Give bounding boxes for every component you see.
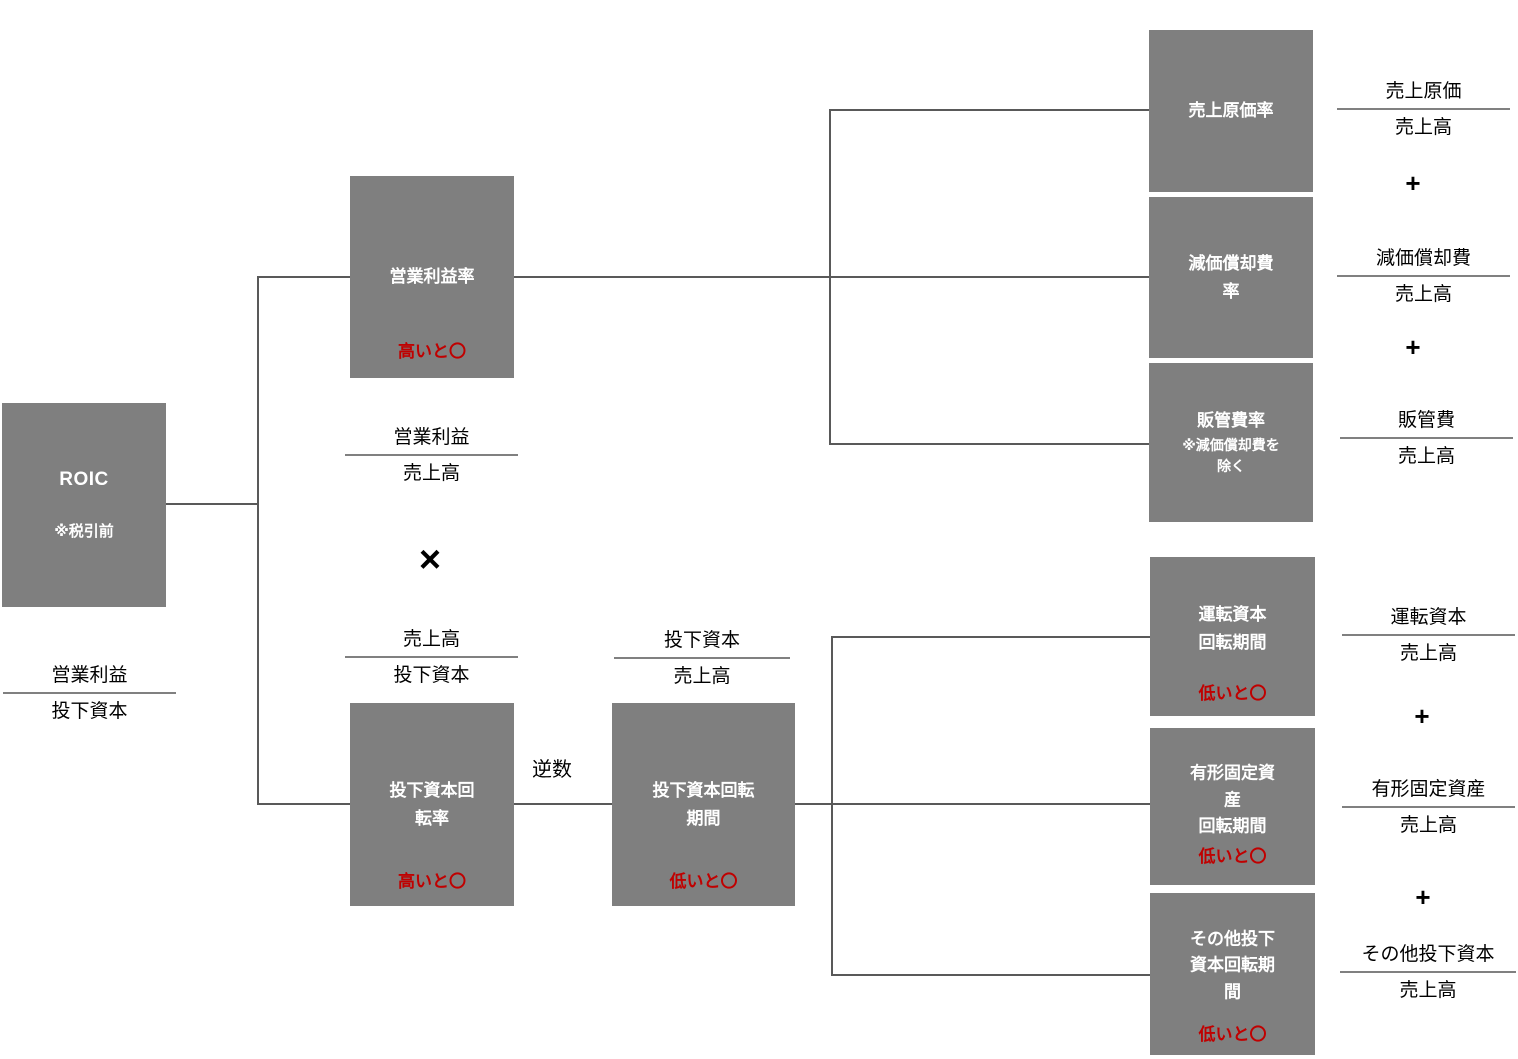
working-capital-period-box: 運転資本 回転期間 低いと〇 — [1150, 557, 1315, 716]
plus-sign-1: + — [1405, 168, 1421, 198]
fraction-other-capital-denominator: 売上高 — [1399, 980, 1457, 1001]
connector-trunk-vertical — [257, 276, 259, 805]
inverse-label: 逆数 — [532, 759, 572, 781]
fraction-operating-margin: 営業利益 売上高 — [345, 427, 518, 485]
depreciation-ratio-box: 減価償却費 率 — [1149, 197, 1313, 358]
connector-cap-period-to-period-group — [795, 803, 1150, 805]
plus-sign-3: + — [1414, 701, 1430, 731]
plus-sign-4: + — [1415, 882, 1431, 912]
connector-cap-turnover-to-cap-period — [514, 803, 612, 805]
roic-box: ROIC ※税引前 — [2, 403, 166, 607]
fraction-depreciation: 減価償却費 売上高 — [1337, 248, 1510, 306]
other-capital-period-note: 低いと〇 — [1198, 1024, 1267, 1044]
capital-period-label: 投下資本回転 期間 — [652, 780, 755, 828]
fraction-capital-turnover: 売上高 投下資本 — [345, 629, 518, 687]
cogs-ratio-box: 売上原価率 — [1149, 30, 1313, 192]
fraction-operating-margin-denominator: 売上高 — [402, 463, 460, 484]
tangible-asset-period-note: 低いと〇 — [1198, 846, 1267, 866]
other-capital-period-box: その他投下 資本回転期 間 低いと〇 — [1150, 893, 1315, 1055]
sga-ratio-main-label: 販管費率 — [1197, 410, 1265, 430]
tangible-asset-period-box: 有形固定資 産 回転期間 低いと〇 — [1150, 728, 1315, 885]
operating-margin-box: 営業利益率 高いと〇 — [350, 176, 514, 378]
sga-ratio-sublabel: ※減価償却費を 除く — [1182, 436, 1280, 475]
fraction-sga-denominator: 売上高 — [1397, 446, 1455, 467]
capital-turnover-label: 投下資本回 転率 — [389, 780, 475, 828]
fraction-roic: 営業利益 投下資本 — [3, 665, 176, 723]
fraction-roic-denominator: 投下資本 — [51, 701, 128, 722]
depreciation-ratio-label: 減価償却費 率 — [1188, 253, 1274, 301]
capital-period-note: 低いと〇 — [669, 871, 738, 891]
fraction-working-capital-numerator: 運転資本 — [1342, 607, 1515, 636]
roic-title: ROIC — [59, 469, 109, 491]
multiply-sign: × — [418, 539, 442, 581]
working-capital-period-label: 運転資本 回転期間 — [1198, 604, 1267, 652]
connector-to-sga-ratio — [829, 443, 1149, 445]
connector-trunk-to-cap-turnover — [257, 803, 350, 805]
capital-period-box: 投下資本回転 期間 低いと〇 — [612, 703, 795, 906]
fraction-capital-turnover-denominator: 投下資本 — [393, 665, 470, 686]
connector-op-margin-to-ratio-group — [514, 276, 1149, 278]
connector-period-group-vertical — [831, 636, 833, 976]
sga-ratio-label: 販管費率 ※減価償却費を 除く — [1149, 379, 1313, 507]
fraction-working-capital: 運転資本 売上高 — [1342, 607, 1515, 665]
connector-to-wc-period — [831, 636, 1150, 638]
connector-trunk-to-op-margin — [257, 276, 350, 278]
connector-to-other-period — [831, 974, 1150, 976]
connector-to-cogs-ratio — [829, 109, 1149, 111]
operating-margin-note: 高いと〇 — [398, 341, 466, 361]
cogs-ratio-label: 売上原価率 — [1188, 100, 1274, 120]
plus-sign-2: + — [1405, 332, 1421, 362]
fraction-depreciation-denominator: 売上高 — [1394, 284, 1452, 305]
fraction-capital-period-denominator: 売上高 — [673, 666, 731, 687]
fraction-roic-numerator: 営業利益 — [3, 665, 176, 694]
tangible-asset-period-label: 有形固定資 産 回転期間 — [1190, 763, 1275, 836]
sga-ratio-box: 販管費率 ※減価償却費を 除く — [1149, 363, 1313, 522]
fraction-capital-period-numerator: 投下資本 — [614, 630, 790, 659]
fraction-cogs-denominator: 売上高 — [1394, 117, 1452, 138]
fraction-tangible-asset-denominator: 売上高 — [1399, 815, 1457, 836]
working-capital-period-note: 低いと〇 — [1198, 683, 1267, 703]
fraction-working-capital-denominator: 売上高 — [1399, 643, 1457, 664]
capital-turnover-box: 投下資本回 転率 高いと〇 — [350, 703, 514, 906]
fraction-tangible-asset-numerator: 有形固定資産 — [1342, 779, 1515, 808]
operating-margin-label: 営業利益率 — [389, 266, 475, 286]
fraction-capital-turnover-numerator: 売上高 — [345, 629, 518, 658]
connector-roic-to-trunk — [166, 503, 258, 505]
other-capital-period-label: その他投下 資本回転期 間 — [1190, 929, 1275, 1002]
fraction-other-capital-numerator: その他投下資本 — [1340, 944, 1516, 973]
roic-subtitle: ※税引前 — [54, 522, 114, 540]
roic-box-label: ROIC ※税引前 — [2, 440, 166, 570]
fraction-capital-period: 投下資本 売上高 — [614, 630, 790, 688]
fraction-sga-numerator: 販管費 — [1340, 410, 1513, 439]
fraction-operating-margin-numerator: 営業利益 — [345, 427, 518, 456]
connector-ratio-group-vertical — [829, 109, 831, 445]
fraction-other-capital: その他投下資本 売上高 — [1340, 944, 1516, 1002]
fraction-depreciation-numerator: 減価償却費 — [1337, 248, 1510, 277]
fraction-sga: 販管費 売上高 — [1340, 410, 1513, 468]
fraction-cogs-numerator: 売上原価 — [1337, 81, 1510, 110]
fraction-cogs: 売上原価 売上高 — [1337, 81, 1510, 139]
fraction-tangible-asset: 有形固定資産 売上高 — [1342, 779, 1515, 837]
capital-turnover-note: 高いと〇 — [398, 871, 466, 891]
